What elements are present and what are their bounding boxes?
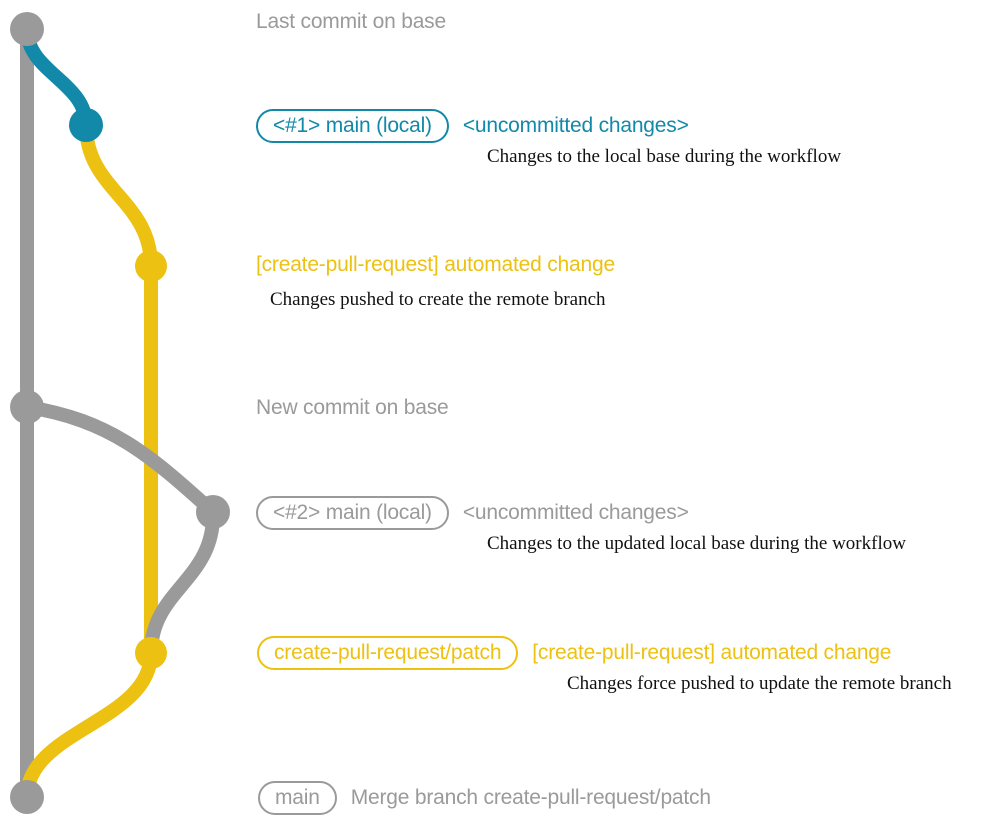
branch-badge-local-2[interactable]: <#2> main (local) bbox=[256, 496, 449, 530]
row-new-commit-on-base: New commit on base bbox=[256, 396, 449, 420]
row-merge-commit: main Merge branch create-pull-request/pa… bbox=[258, 781, 711, 815]
commit-subtext-remote-2: Changes force pushed to update the remot… bbox=[567, 673, 952, 694]
edge-local1-to-remote1 bbox=[79, 118, 158, 273]
commit-message-merge: Merge branch create-pull-request/patch bbox=[350, 786, 711, 809]
row-local-commit-1: <#1> main (local) <uncommitted changes> bbox=[256, 109, 689, 143]
branch-badge-main[interactable]: main bbox=[258, 781, 337, 815]
node-merge-commit bbox=[10, 780, 44, 814]
node-local-commit-2 bbox=[196, 495, 230, 529]
edge-basenew-to-local2 bbox=[20, 400, 220, 519]
node-base-last-commit bbox=[10, 12, 44, 46]
commit-subtext-local-1: Changes to the local base during the wor… bbox=[487, 146, 842, 167]
branch-badge-local-1[interactable]: <#1> main (local) bbox=[256, 109, 449, 143]
commit-message-base-last: Last commit on base bbox=[256, 10, 446, 33]
row-local-commit-2: <#2> main (local) <uncommitted changes> bbox=[256, 496, 689, 530]
row-remote-commit-2: create-pull-request/patch [create-pull-r… bbox=[257, 636, 891, 670]
edge-local2-to-remote2 bbox=[144, 505, 221, 660]
node-remote-commit-2 bbox=[135, 637, 167, 669]
row-last-commit-on-base: Last commit on base bbox=[256, 10, 446, 34]
node-local-commit-1 bbox=[69, 108, 103, 142]
commit-message-base-new: New commit on base bbox=[256, 396, 449, 419]
node-base-new-commit bbox=[10, 390, 44, 424]
commit-subtext-remote-1: Changes pushed to create the remote bran… bbox=[270, 289, 606, 310]
commit-message-local-2: <uncommitted changes> bbox=[462, 501, 689, 524]
row-remote-commit-1: [create-pull-request] automated change bbox=[256, 253, 615, 277]
commit-message-remote-2: [create-pull-request] automated change bbox=[532, 641, 892, 664]
commit-message-local-1: <uncommitted changes> bbox=[462, 114, 689, 137]
commit-subtext-local-2: Changes to the updated local base during… bbox=[487, 533, 906, 554]
commit-message-remote-1: [create-pull-request] automated change bbox=[256, 253, 615, 276]
edge-remote2-to-merge bbox=[20, 646, 158, 804]
node-remote-commit-1 bbox=[135, 250, 167, 282]
branch-badge-create-pull-request-patch[interactable]: create-pull-request/patch bbox=[257, 636, 519, 670]
